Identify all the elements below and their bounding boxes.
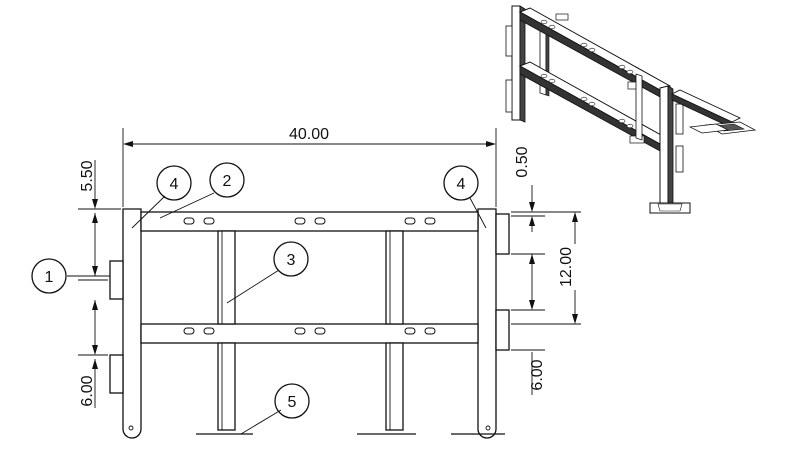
right-bracket-upper xyxy=(495,213,510,255)
bottom-rail-slots xyxy=(183,327,436,335)
balloon-3 xyxy=(273,241,309,277)
balloon-4-left xyxy=(156,165,192,201)
dim-overall-width: 40.00 xyxy=(289,126,329,143)
balloon-1 xyxy=(31,258,67,294)
bottom-rail xyxy=(140,323,479,344)
left-post xyxy=(122,208,142,439)
balloon-3-label: 3 xyxy=(287,252,296,269)
dimensions: 40.00 5.50 6.00 0.50 12.00 xyxy=(78,126,584,408)
balloon-2 xyxy=(209,162,245,198)
balloons: 1 4 2 3 4 5 xyxy=(31,162,487,435)
balloon-1-label: 1 xyxy=(45,269,54,286)
top-rail-slots xyxy=(183,217,436,225)
left-bracket-upper xyxy=(109,260,124,300)
left-vertical-member xyxy=(196,230,253,435)
dim-bottom-right: 6.00 xyxy=(529,359,546,390)
top-rail xyxy=(140,211,479,232)
balloon-5 xyxy=(274,383,310,419)
right-bracket-lower xyxy=(495,309,510,351)
dim-rail-spacing: 12.00 xyxy=(558,247,575,287)
dim-top-offset: 5.50 xyxy=(79,160,96,191)
balloon-4-right xyxy=(443,165,479,201)
right-post-hole xyxy=(485,425,491,431)
isometric-view xyxy=(505,5,757,214)
balloon-2-label: 2 xyxy=(223,173,232,190)
left-post-hole xyxy=(128,425,134,431)
balloon-5-label: 5 xyxy=(288,394,297,411)
right-post xyxy=(477,208,497,439)
left-bracket-lower xyxy=(109,354,124,394)
balloon-4-left-label: 4 xyxy=(170,176,179,193)
dim-bottom-left: 6.00 xyxy=(79,375,96,406)
balloon-4-right-label: 4 xyxy=(457,176,466,193)
right-vertical-member xyxy=(357,230,416,435)
front-view xyxy=(109,208,510,439)
dim-rail-offset: 0.50 xyxy=(514,146,531,177)
